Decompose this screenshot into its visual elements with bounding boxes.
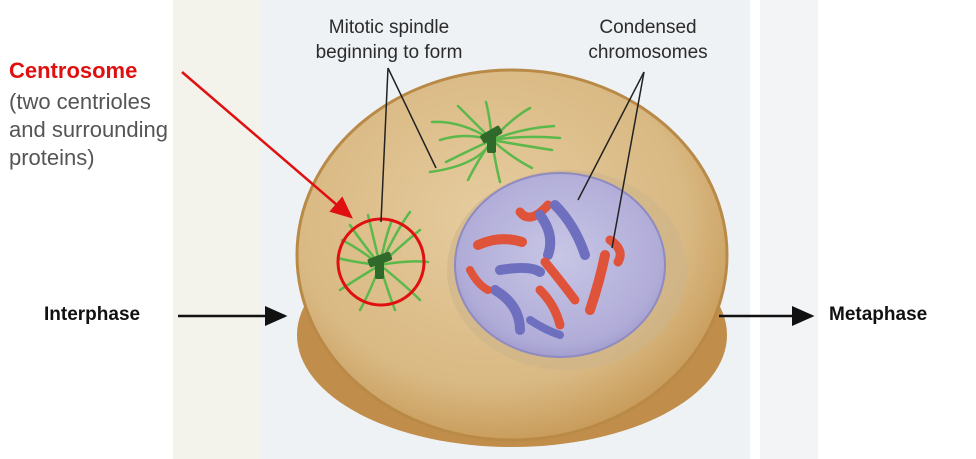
mitotic-spindle-label: Mitotic spindle beginning to form [284, 15, 494, 65]
centrosome-title: Centrosome [9, 58, 138, 83]
upper-centriole [480, 125, 503, 144]
chromosome-pointer-lines [577, 71, 645, 249]
centrosome-description-line1: (two centrioles [9, 89, 151, 114]
spindle-pointer-lines [380, 67, 437, 223]
lower-centriole-pair [375, 262, 384, 279]
condensed-chromosomes-label-line1: Condensed [599, 17, 697, 38]
metaphase-label: Metaphase [829, 304, 928, 325]
lower-centriole [367, 251, 393, 268]
centrosome-description-line3: proteins) [9, 145, 95, 170]
mitotic-spindle-label-line2: beginning to form [315, 42, 463, 63]
centrosome-description-line2: and surrounding [9, 117, 169, 142]
centrosome-description: (two centrioles and surrounding proteins… [9, 88, 239, 172]
condensed-chromosomes [466, 200, 625, 339]
upper-centriole-pair [487, 135, 496, 153]
mitotic-spindle-label-line1: Mitotic spindle [328, 17, 450, 38]
condensed-chromosomes-label-line2: chromosomes [588, 42, 708, 63]
nucleus [447, 170, 687, 370]
right-panel-background [760, 0, 818, 459]
centrosome-arrow [181, 71, 353, 219]
condensed-chromosomes-label: Condensed chromosomes [553, 15, 743, 65]
interphase-label: Interphase [44, 304, 141, 325]
